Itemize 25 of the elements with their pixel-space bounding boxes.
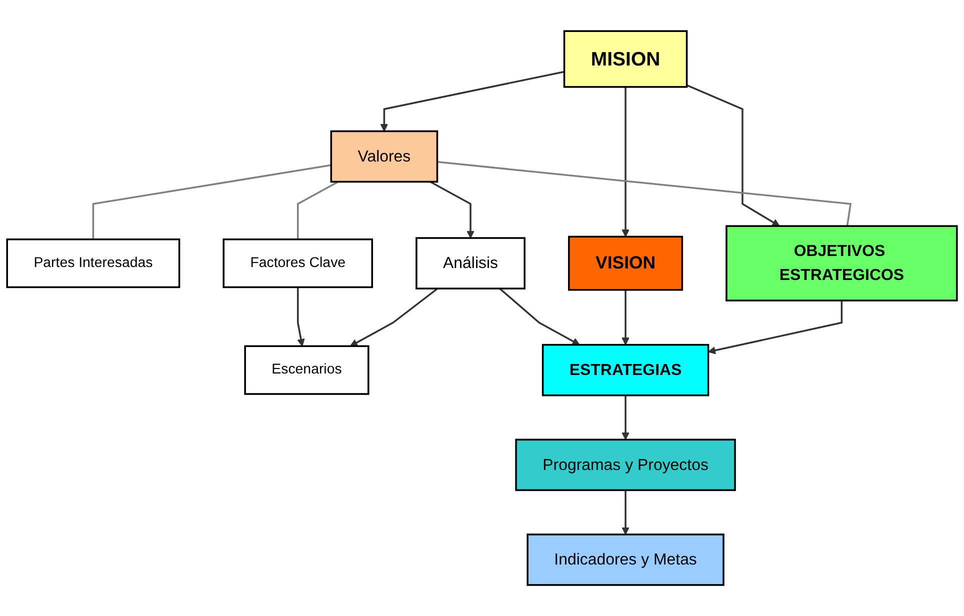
node-box: Análisis xyxy=(416,237,526,290)
arrow xyxy=(380,70,564,132)
connector xyxy=(437,160,852,226)
node-box: Factores Clave xyxy=(222,238,374,288)
node-box: Programas y Proyectos xyxy=(515,438,736,491)
node-box: Partes Interesadas xyxy=(6,238,180,288)
node-box: ESTRATEGIAS xyxy=(542,344,710,396)
arrow xyxy=(430,180,474,238)
connector xyxy=(296,180,339,240)
arrow xyxy=(499,288,580,346)
node-box: Escenarios xyxy=(244,345,370,395)
arrow xyxy=(350,288,438,346)
node-box: VISION xyxy=(568,236,684,291)
node-box: OBJETIVOS ESTRATEGICOS xyxy=(726,225,958,302)
arrow xyxy=(622,86,630,237)
arrow xyxy=(622,290,630,346)
arrow xyxy=(296,287,305,346)
node-box: MISION xyxy=(563,30,688,88)
node-box: Valores xyxy=(330,130,438,183)
arrow xyxy=(622,490,630,535)
connector xyxy=(92,164,332,240)
arrow xyxy=(622,395,630,440)
node-box: Indicadores y Metas xyxy=(526,534,724,586)
arrow xyxy=(686,84,780,226)
arrow xyxy=(708,300,843,354)
